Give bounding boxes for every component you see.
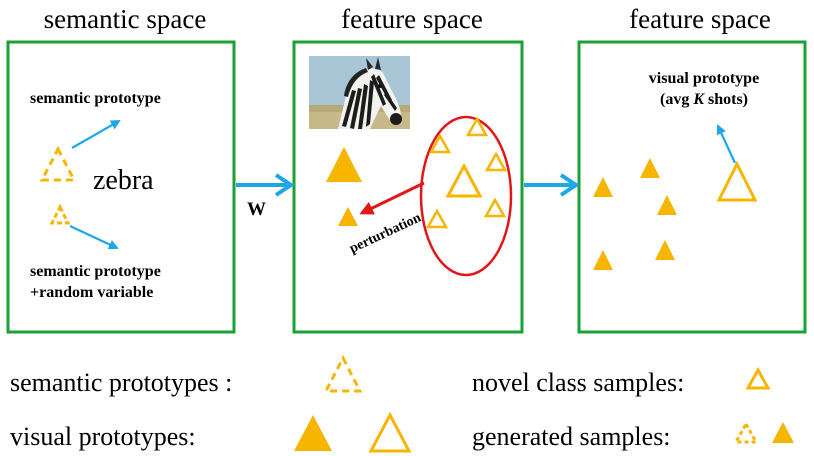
visual-prototype-label-1: visual prototype bbox=[649, 70, 759, 87]
legend-generated-sample-dashed-icon bbox=[733, 420, 759, 444]
visual-prototype-filled bbox=[326, 147, 362, 182]
semantic-space-title: semantic space bbox=[44, 4, 207, 34]
zebra-photo bbox=[309, 56, 410, 129]
novel-class-ellipse bbox=[419, 115, 513, 277]
semantic-prototype-label: semantic prototype bbox=[30, 90, 161, 107]
legend-generated-samples-label: generated samples: bbox=[472, 422, 671, 451]
visual-prototype-arrow bbox=[716, 124, 736, 164]
generated-sample-right-5 bbox=[593, 250, 613, 270]
feature-space-title-right: feature space bbox=[629, 4, 771, 34]
generated-sample-right-1 bbox=[593, 177, 613, 197]
semantic-prototype-random-label-1: semantic prototype bbox=[30, 263, 161, 280]
w-label: W bbox=[247, 199, 266, 220]
visual-prototype-label-2: (avg K shots) bbox=[660, 91, 748, 108]
novel-sample-5 bbox=[425, 208, 449, 229]
feature-space-title-middle: feature space bbox=[341, 4, 483, 34]
feature-space-panel-middle bbox=[292, 40, 524, 334]
random-variable-arrow bbox=[69, 225, 119, 250]
legend-semantic-prototype-icon bbox=[323, 354, 363, 393]
semantic-prototype-random-triangle bbox=[49, 203, 71, 225]
semantic-space-panel bbox=[6, 40, 236, 334]
generated-sample-right-3 bbox=[657, 195, 677, 215]
novel-sample-2 bbox=[428, 133, 452, 154]
legend-generated-sample-filled-icon bbox=[772, 422, 794, 443]
w-mapping-arrow-head bbox=[274, 173, 295, 197]
legend-novel-class-samples-label: novel class samples: bbox=[472, 368, 684, 397]
novel-sample-4 bbox=[483, 197, 507, 218]
novel-sample-3 bbox=[484, 151, 508, 172]
perturbation-label: perturbation bbox=[347, 210, 423, 256]
generated-sample-right-2 bbox=[640, 158, 660, 178]
legend-semantic-prototypes-label: semantic prototypes : bbox=[10, 368, 232, 397]
semantic-prototype-arrow bbox=[71, 120, 121, 149]
legend-novel-class-sample-icon bbox=[745, 366, 771, 390]
semantic-prototype-random-label-2: +random variable bbox=[30, 284, 153, 301]
semantic-prototype-triangle bbox=[39, 145, 77, 182]
novel-prototype-hollow bbox=[445, 162, 483, 198]
legend-visual-prototype-filled-icon bbox=[294, 415, 332, 451]
zebra-label: zebra bbox=[93, 165, 154, 196]
feature-space-panel-right bbox=[577, 40, 807, 334]
perturbation-arrow bbox=[359, 181, 425, 215]
visual-prototype-hollow bbox=[716, 160, 758, 202]
legend-visual-prototype-hollow-icon bbox=[368, 411, 412, 453]
novel-sample-1 bbox=[465, 116, 489, 137]
generated-sample-right-4 bbox=[655, 240, 675, 260]
to-right-arrow-head bbox=[559, 173, 580, 197]
legend-visual-prototypes-label: visual prototypes: bbox=[10, 422, 196, 451]
generated-sample-triangle bbox=[338, 207, 358, 226]
